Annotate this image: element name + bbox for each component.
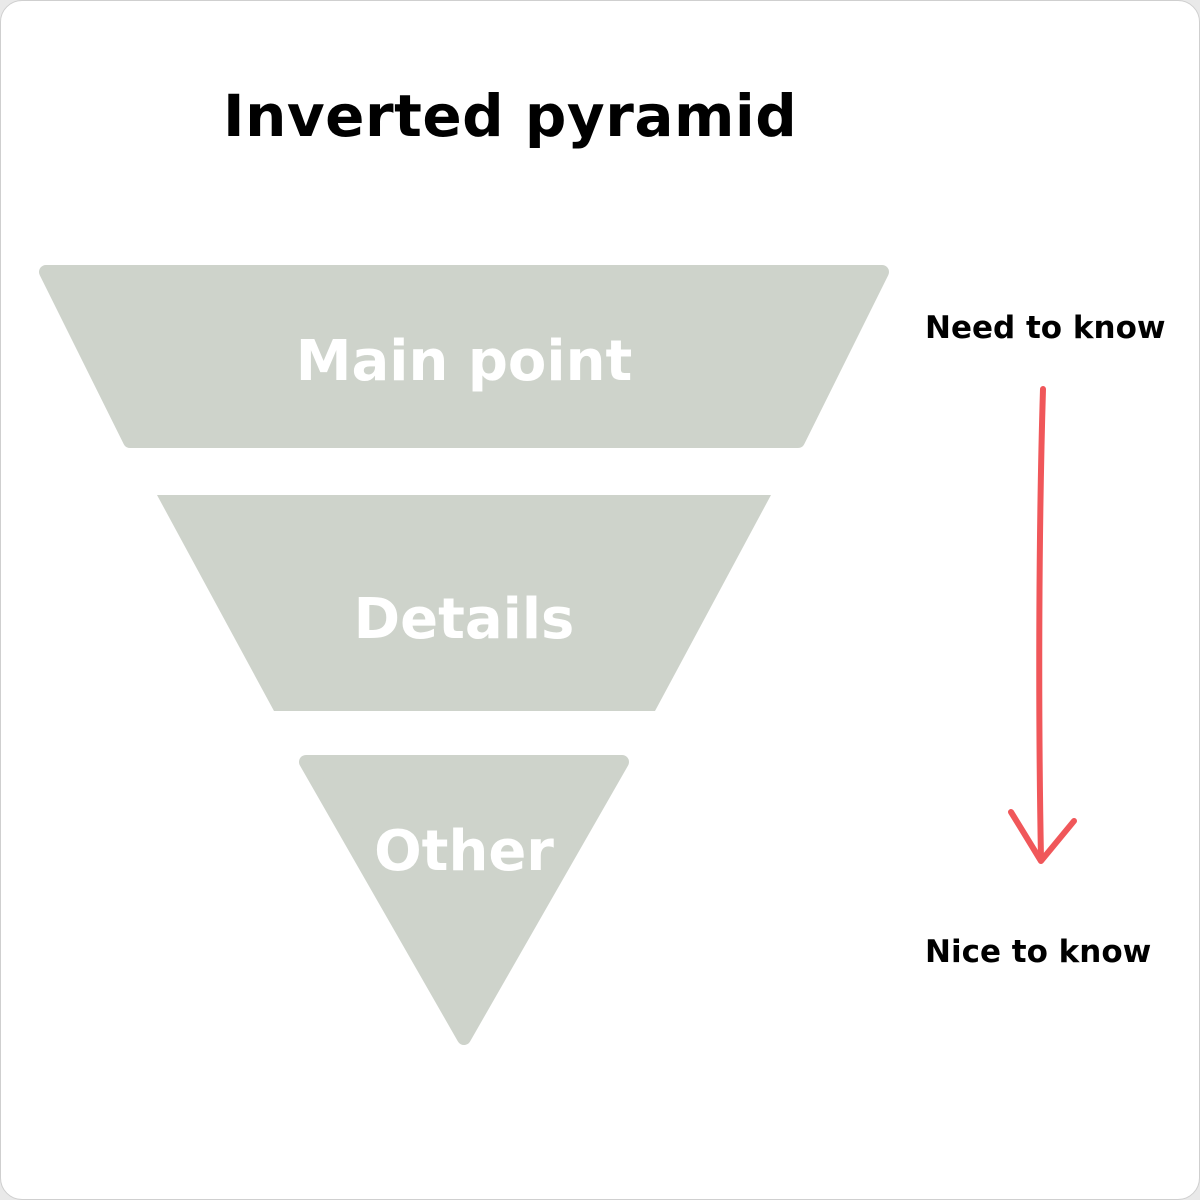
tier-label-main-point: Main point xyxy=(296,329,632,394)
pyramid-tier-other: Other xyxy=(299,755,629,1045)
arrow-head xyxy=(1008,809,1077,864)
tier-shape-details xyxy=(157,495,771,711)
diagram-title: Inverted pyramid xyxy=(223,82,798,150)
tier-shape-main-point xyxy=(39,265,889,448)
nice-to-know-label: Nice to know xyxy=(925,934,1152,970)
tier-label-other: Other xyxy=(374,819,554,884)
pyramid-tier-main-point: Main point xyxy=(39,265,889,448)
arrow-down-icon xyxy=(1008,386,1077,864)
pyramid-tier-details: Details xyxy=(157,495,771,711)
tier-shape-other xyxy=(299,755,629,1045)
need-to-know-label: Need to know xyxy=(925,310,1166,346)
tier-label-details: Details xyxy=(354,587,575,652)
arrow-shaft xyxy=(1036,386,1046,862)
